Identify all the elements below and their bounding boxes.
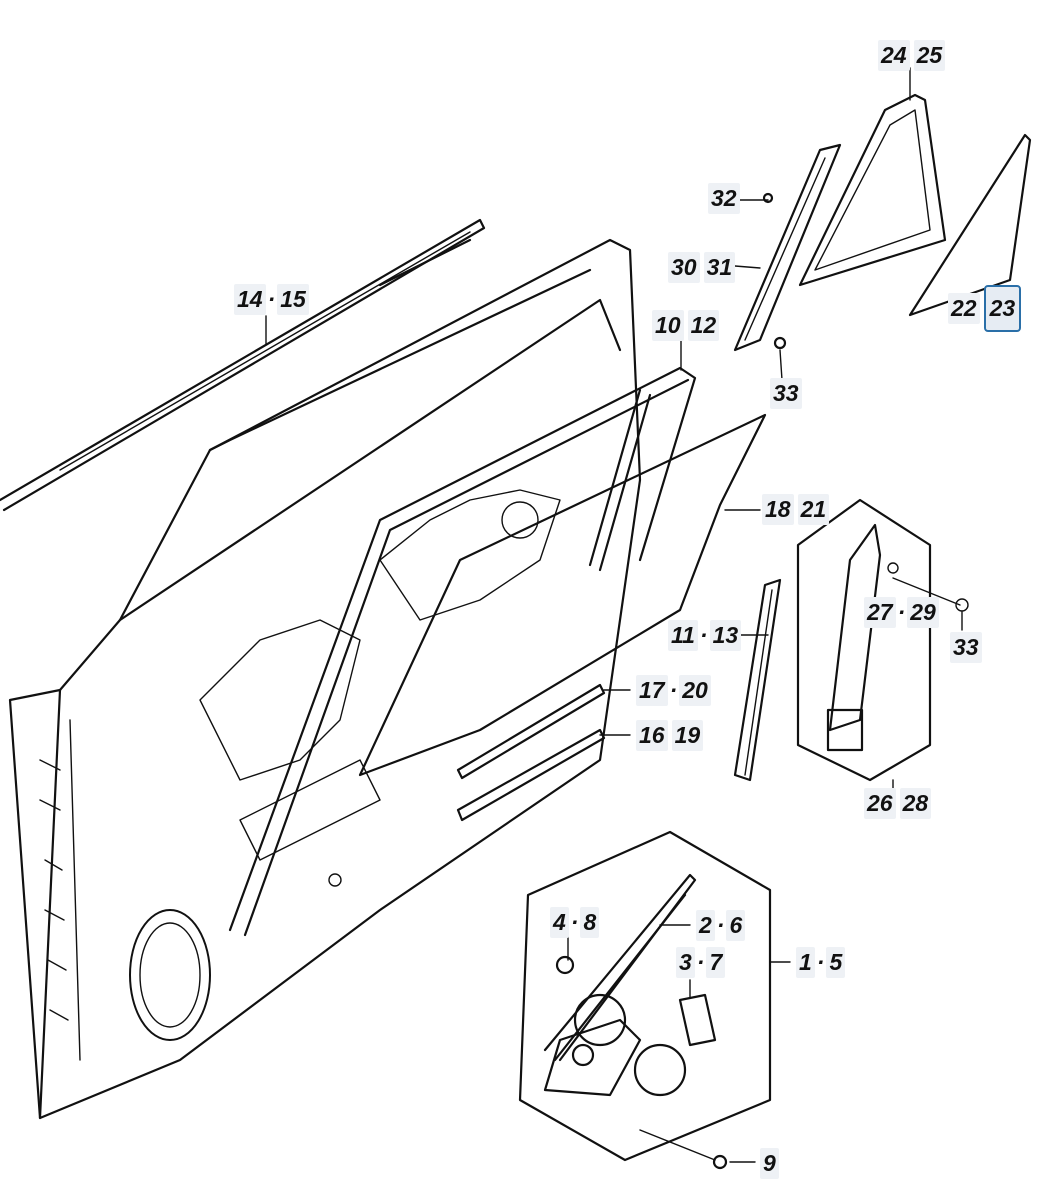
callout-sep: ·: [669, 677, 678, 703]
callout-10-12: 10 12: [652, 310, 720, 341]
callout-part-23-selected[interactable]: 23: [983, 285, 1022, 332]
callout-part-27[interactable]: 27: [864, 597, 896, 628]
callout-part-8[interactable]: 8: [580, 907, 600, 938]
door-glass: [358, 413, 767, 777]
callout-sep: ·: [570, 909, 579, 935]
callout-part-14[interactable]: 14: [234, 284, 266, 315]
callout-4-8: 4 · 8: [550, 907, 600, 938]
callout-sep: ·: [267, 286, 276, 312]
callout-part-20[interactable]: 20: [679, 675, 711, 706]
sash-channel: [228, 366, 697, 937]
callout-part-19[interactable]: 19: [671, 720, 704, 751]
door-panel-outline: [8, 238, 642, 1120]
callout-part-32[interactable]: 32: [708, 183, 740, 214]
inner-weatherstrips: [456, 683, 606, 822]
callout-sep: ·: [696, 949, 705, 975]
callout-part-9[interactable]: 9: [760, 1148, 779, 1179]
callout-part-2[interactable]: 2: [696, 910, 715, 941]
quarter-frame: [798, 93, 947, 287]
callout-part-1[interactable]: 1: [796, 947, 815, 978]
callout-part-6[interactable]: 6: [726, 910, 746, 941]
callout-part-7[interactable]: 7: [706, 947, 726, 978]
run-channel: [733, 578, 782, 782]
callout-1-5: 1 · 5: [796, 947, 846, 978]
quarter-glass: [908, 133, 1032, 317]
callout-part-11[interactable]: 11: [668, 620, 698, 651]
callout-sep: ·: [897, 599, 906, 625]
callout-part-3[interactable]: 3: [676, 947, 695, 978]
callout-33-lower: 33: [950, 632, 982, 663]
callout-22-23: 22 23: [948, 285, 1022, 332]
callout-part-13[interactable]: 13: [709, 620, 742, 651]
callout-part-21[interactable]: 21: [797, 494, 830, 525]
callout-part-16[interactable]: 16: [636, 720, 668, 751]
callout-sep: ·: [716, 912, 725, 938]
callout-part-28[interactable]: 28: [899, 788, 932, 819]
belt-moulding: [0, 218, 486, 512]
callout-26-28: 26 28: [864, 788, 932, 819]
callout-33-upper: 33: [770, 378, 802, 409]
callout-27-29: 27 · 29: [864, 597, 939, 628]
callout-part-18[interactable]: 18: [762, 494, 794, 525]
callout-part-10[interactable]: 10: [652, 310, 684, 341]
regulator-box-lower: [518, 830, 772, 1170]
callout-part-30[interactable]: 30: [668, 252, 700, 283]
callout-part-26[interactable]: 26: [864, 788, 896, 819]
callout-part-31[interactable]: 31: [703, 252, 736, 283]
callout-9: 9: [760, 1148, 779, 1179]
callout-3-7: 3 · 7: [676, 947, 726, 978]
callout-part-12[interactable]: 12: [687, 310, 720, 341]
callout-part-25[interactable]: 25: [913, 40, 946, 71]
callout-part-29[interactable]: 29: [907, 597, 939, 628]
callout-part-33[interactable]: 33: [770, 378, 802, 409]
callout-part-24[interactable]: 24: [878, 40, 910, 71]
callout-16-19: 16 19: [636, 720, 704, 751]
callout-18-21: 18 21: [762, 494, 830, 525]
callout-part-33[interactable]: 33: [950, 632, 982, 663]
callout-part-22[interactable]: 22: [948, 293, 980, 324]
callout-11-13: 11 · 13: [668, 620, 742, 651]
callout-32: 32: [708, 183, 740, 214]
bolts: [762, 192, 787, 350]
callout-30-31: 30 31: [668, 252, 736, 283]
callout-sep: ·: [699, 622, 708, 648]
division-bar: [733, 143, 842, 352]
callout-sep: ·: [816, 949, 825, 975]
callout-part-4[interactable]: 4: [550, 907, 569, 938]
callout-14-15: 14 · 15: [234, 284, 309, 315]
callout-17-20: 17 · 20: [636, 675, 711, 706]
callout-2-6: 2 · 6: [696, 910, 746, 941]
regulator-box-upper: [796, 498, 969, 782]
callout-part-17[interactable]: 17: [636, 675, 668, 706]
callout-part-5[interactable]: 5: [826, 947, 846, 978]
callout-24-25: 24 25: [878, 40, 946, 71]
leader-lines: [265, 67, 963, 1163]
callout-part-15[interactable]: 15: [277, 284, 309, 315]
